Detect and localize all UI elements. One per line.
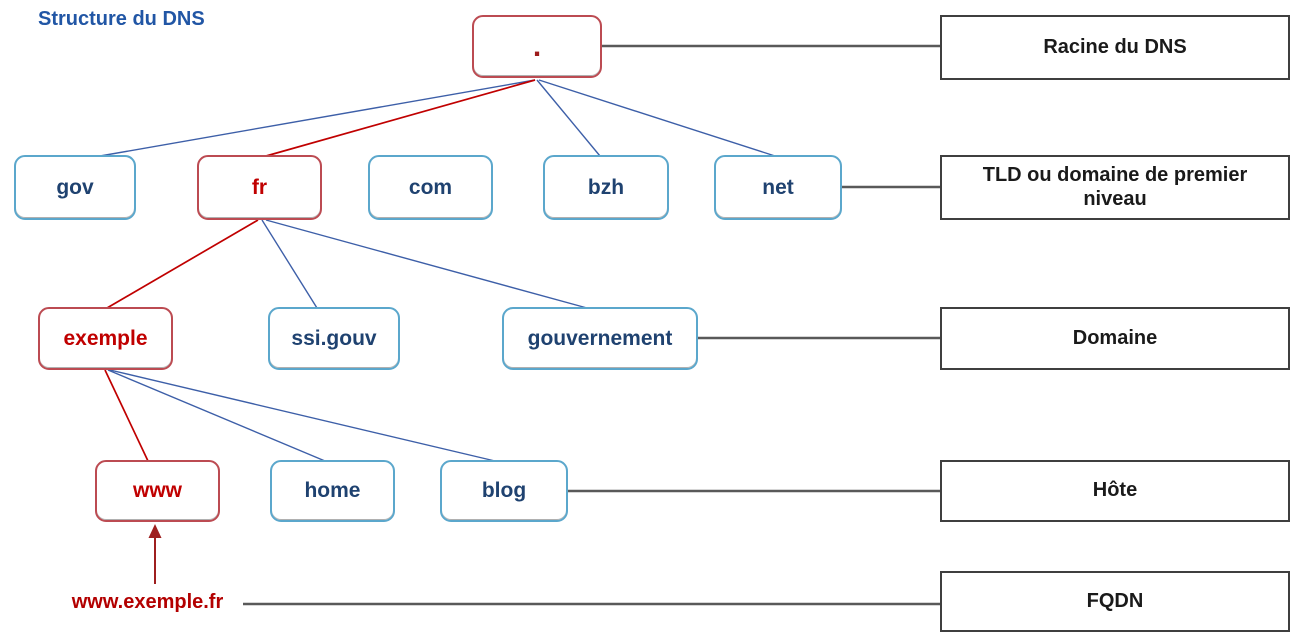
node-gov: gov <box>14 155 136 220</box>
edge-exemple-blog <box>109 369 496 462</box>
node-exemple: exemple <box>38 307 173 370</box>
edge-fr-ssigouv <box>261 219 318 309</box>
label-racine-du-dns: Racine du DNS <box>940 15 1290 80</box>
edge-root-gov <box>99 79 536 157</box>
diagram-title: Structure du DNS <box>38 8 205 30</box>
label-domaine-text: Domaine <box>1072 326 1158 349</box>
fqdn-example-text: www.exemple.fr <box>71 591 224 613</box>
node-fr: fr <box>197 155 322 220</box>
label-hote: Hôte <box>940 460 1290 522</box>
label-tld-text: TLD ou domaine de premier niveau <box>982 163 1248 210</box>
node-home: home <box>270 460 395 522</box>
node-ssi-gouv: ssi.gouv <box>268 307 400 370</box>
edge-root-net <box>538 79 776 157</box>
label-tld: TLD ou domaine de premier niveau <box>940 155 1290 220</box>
fqdn-arrow-head <box>148 524 162 538</box>
label-hote-text: Hôte <box>1092 479 1138 502</box>
edge-fr-gouvernement <box>265 219 588 309</box>
node-net: net <box>714 155 842 220</box>
node-gouvernement: gouvernement <box>502 307 698 370</box>
node-root: . <box>472 15 602 78</box>
edge-exemple-www <box>104 369 149 462</box>
label-racine-text: Racine du DNS <box>1043 35 1187 58</box>
edge-root-fr <box>265 79 536 157</box>
label-fqdn: FQDN <box>940 571 1290 632</box>
edge-fr-exemple <box>106 219 259 309</box>
label-domaine: Domaine <box>940 307 1290 370</box>
node-www: www <box>95 460 220 522</box>
label-fqdn-text: FQDN <box>1086 589 1144 612</box>
node-bzh: bzh <box>543 155 669 220</box>
node-com: com <box>368 155 493 220</box>
edge-root-bzh <box>536 79 601 157</box>
edge-exemple-home <box>107 369 326 462</box>
node-blog: blog <box>440 460 568 522</box>
